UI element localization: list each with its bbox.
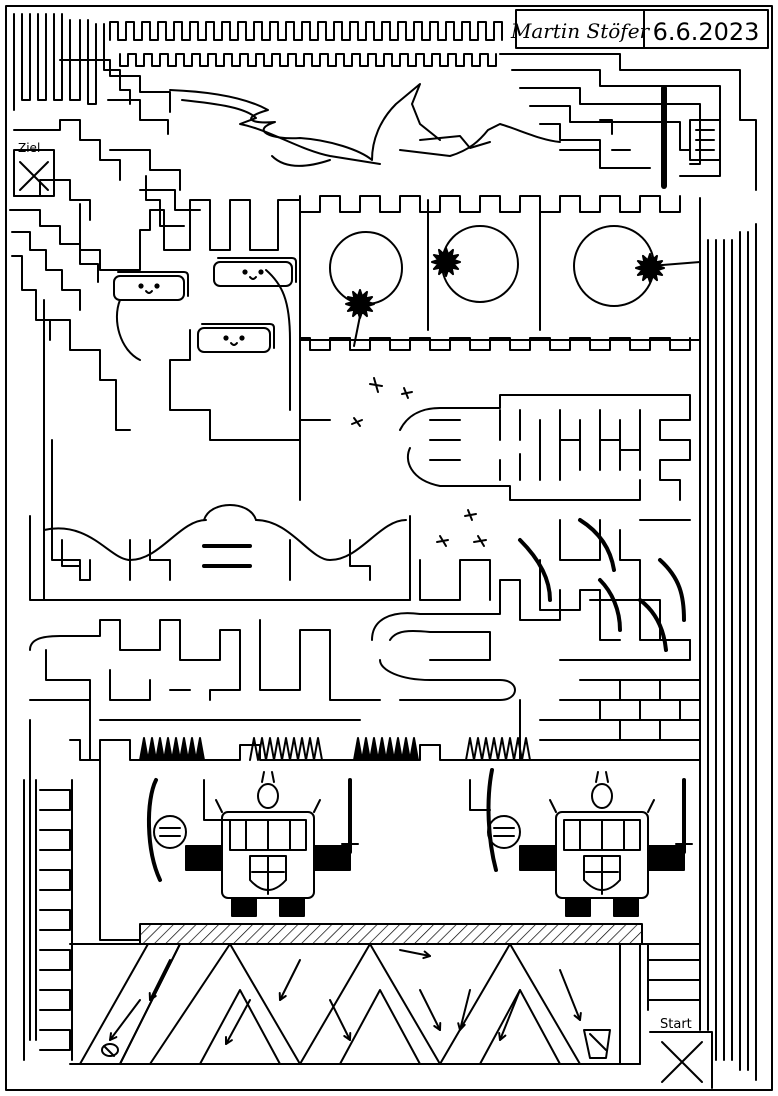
arrow-icon [148,959,171,1001]
arrow-icon [399,949,431,960]
outer-frame [5,5,773,1091]
maze-wall-zigzag-chute [69,943,701,1065]
knight-ball [487,815,521,849]
arrow-icon [224,999,251,1045]
spike-traps [139,737,531,761]
knight-foot [565,897,591,917]
knight-ball [153,815,187,849]
knight-helmet [591,783,613,809]
maze-wall-left-upper [9,13,201,341]
spike-strip [249,737,323,761]
arrow-icon [419,989,442,1031]
maze-wall-left-ladder [23,779,73,1061]
spiked-ball-icon [431,247,461,277]
battlement-row [299,337,691,351]
arrow-icon [457,989,471,1031]
maze-wall-hall [203,779,491,821]
maze-wall-comb-top [109,21,503,67]
maze-wall-start-stairs [647,943,713,1089]
knight-foot [613,897,639,917]
maze-wall-comb-right [399,394,691,501]
goal-area [13,149,55,197]
spiked-ball-icon [635,253,665,283]
maze-wall-castle-left [43,175,411,601]
goal-x-icon [19,161,49,191]
header [515,9,769,49]
knight-arm [647,845,685,871]
spiked-balls [345,247,665,319]
maze-wall-wave-rooms [29,504,411,601]
knight-shield [583,855,621,891]
maze-wall-right-column [699,223,757,1081]
knight-helmet [257,783,279,809]
hall-blade-left [146,778,162,882]
knight-shield [249,855,287,891]
start-x-icon [661,1041,703,1083]
face-block-icon [213,257,297,287]
knight-arm [185,845,223,871]
arrow-icon [278,959,301,1001]
spike-strip [353,737,419,761]
knight-arm [519,845,557,871]
maze-wall-hall-battlements [69,739,701,941]
spike-strip [139,737,205,761]
arrow-icon [329,999,352,1041]
arrow-icon [109,999,141,1041]
spiked-ball-icon [345,289,375,319]
comb-tooth-row [119,53,497,67]
fallen-helmet-icon [101,1043,119,1057]
maze-wall-flames [169,83,561,167]
maze-wall-battlements [299,195,691,351]
battlement-row [299,195,681,213]
face-block-icon [197,323,275,353]
start-area [661,1041,703,1083]
knight-foot [279,897,305,917]
knight-left [153,771,359,917]
drawing-date: 6.6.2023 [653,18,760,46]
arrow-icon [559,969,582,1021]
goal-label: Ziel [18,141,40,155]
decor-blades [518,518,686,652]
face-blocks [113,257,297,353]
maze-wall-middle [29,519,691,1041]
hall-blade-right [486,768,498,872]
knight-foot [231,897,257,917]
hatched-floor [139,923,643,945]
knight-arm [313,845,351,871]
decor-stars [351,377,487,547]
comb-tooth-row [109,21,503,41]
bucket-icon [583,1029,611,1059]
face-block-icon [113,271,189,301]
maze-wall-right-spiral [499,53,757,191]
arrows [109,949,582,1045]
arrow-icon [498,989,521,1041]
date-box [643,9,769,49]
maze-wall-bricks [539,679,701,741]
start-label: Start [660,1017,692,1032]
author-name: Martin Stöfer [510,19,651,43]
knight-right [487,771,693,917]
